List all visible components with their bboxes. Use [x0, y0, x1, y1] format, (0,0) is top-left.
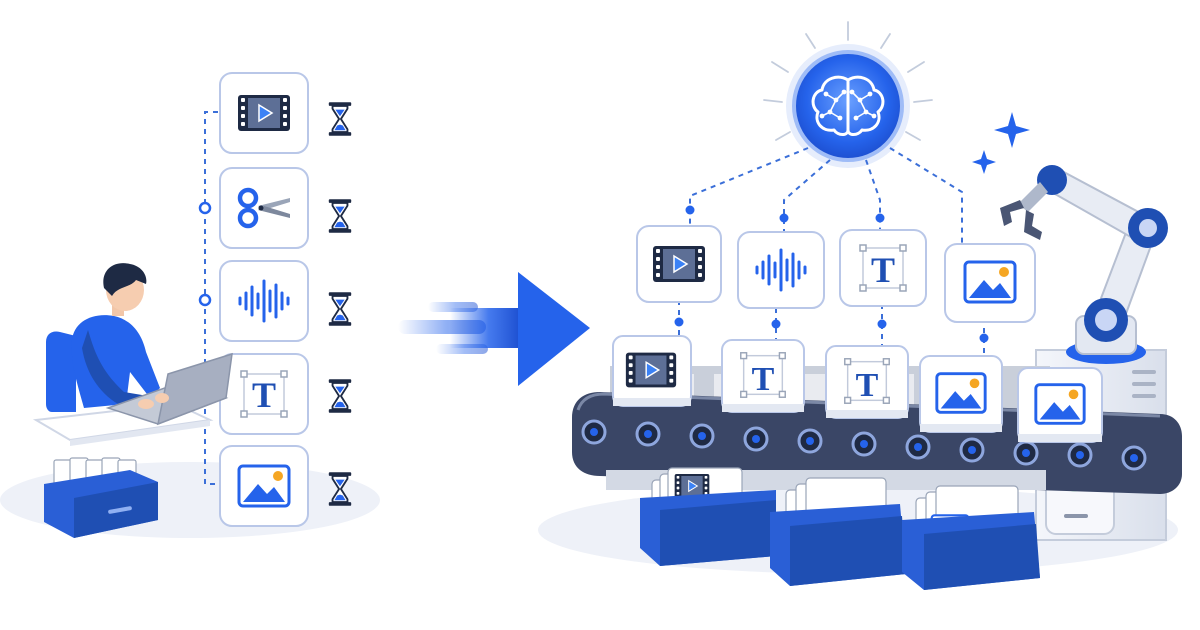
- conveyor-item-video: [612, 335, 692, 407]
- connector-dots: [674, 205, 989, 343]
- image-icon: [963, 260, 1017, 304]
- person-hair: [103, 263, 147, 296]
- step-card-text: T: [219, 353, 309, 435]
- sparkle-icon: [994, 112, 1030, 148]
- sparkle-icon: [972, 150, 996, 174]
- step-card-scissors: [219, 167, 309, 249]
- chair: [46, 331, 76, 412]
- hourglass-icon: [327, 198, 353, 234]
- hourglass-icon: [327, 101, 353, 137]
- brain-rays: [763, 21, 933, 141]
- bin-video: [640, 467, 776, 566]
- conveyor-item-image: [919, 355, 1003, 433]
- image-icon: [237, 464, 291, 508]
- ai-brain-icon: [786, 44, 910, 168]
- person-at-desk: [32, 263, 233, 446]
- image-icon: [1034, 383, 1086, 425]
- step-card-audio: [219, 260, 309, 342]
- brain-connectors: [678, 147, 985, 358]
- laptop-screen: [156, 352, 233, 426]
- conveyor-item-text: T: [721, 339, 805, 413]
- manual-workflow-section: T: [0, 72, 380, 538]
- bin-text: T: [770, 477, 906, 586]
- person-torso: [71, 315, 160, 408]
- video-icon: [652, 245, 706, 283]
- video-icon: [625, 351, 677, 389]
- hourglass-icon: [327, 291, 353, 327]
- hourglass-icon: [327, 378, 353, 414]
- conveyor-item-text: T: [825, 345, 909, 419]
- video-icon: [237, 94, 291, 132]
- output-card-image: [944, 243, 1036, 323]
- text-icon: T: [856, 367, 879, 404]
- manual-file-box: [44, 457, 158, 538]
- text-icon: T: [752, 361, 775, 398]
- output-card-video: [636, 225, 722, 303]
- arrow-right-icon: [398, 272, 590, 386]
- step-card-image: [219, 445, 309, 527]
- conveyor-rollers: [581, 419, 1147, 471]
- conveyor-item-image: [1017, 367, 1103, 443]
- step-connector: [204, 111, 218, 485]
- output-card-audio: [737, 231, 825, 309]
- step-card-video: [219, 72, 309, 154]
- image-icon: [935, 372, 987, 414]
- output-card-text: T: [839, 229, 927, 307]
- ai-pipeline-section: T: [538, 21, 1182, 590]
- text-icon: T: [871, 250, 895, 290]
- robot-arm: [1000, 165, 1168, 364]
- bin-image: [902, 485, 1040, 590]
- text-icon: T: [252, 375, 276, 415]
